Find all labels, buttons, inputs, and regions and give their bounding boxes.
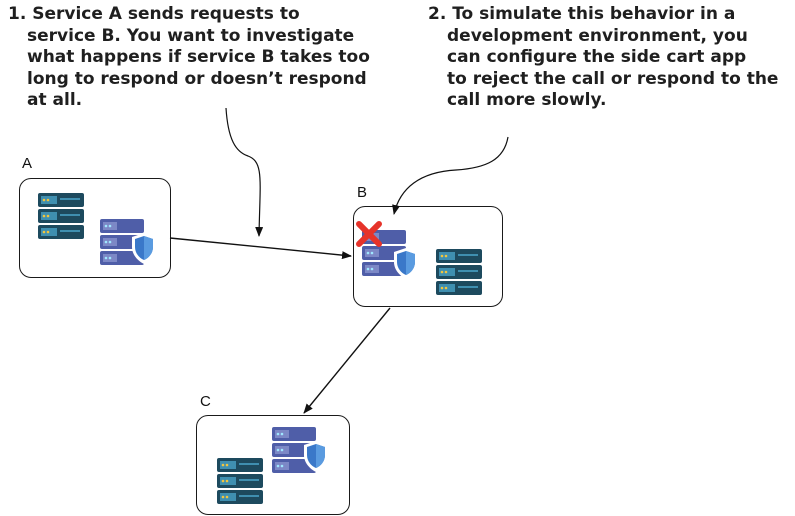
box-c-label: C [200, 393, 211, 410]
annotation-line: 2. To simulate this behavior in a [428, 4, 736, 24]
annotation-service-a-sends-requests: 1. Service A sends requests to service B… [8, 4, 370, 112]
annotation-line: to reject the call or respond to the [447, 68, 779, 89]
server-stack-icon [38, 193, 84, 244]
arrow-b-to-c [303, 307, 391, 414]
box-b-label: B [357, 184, 368, 201]
box-a-label: A [22, 155, 33, 172]
annotation-line: call more slowly. [447, 90, 607, 110]
secure-server-icon [362, 230, 420, 287]
annotation-line: at all. [27, 90, 83, 110]
server-stack-icon [436, 249, 482, 300]
red-x-icon [355, 220, 383, 253]
secure-server-icon [100, 219, 158, 272]
server-stack-icon [217, 458, 263, 509]
pointer-note-2-to-service-b [392, 136, 509, 215]
annotation-line: long to respond or doesn’t respond [27, 68, 367, 89]
annotation-simulate-behavior: 2. To simulate this behavior in a develo… [428, 4, 778, 112]
annotation-line: can configure the side cart app [447, 47, 747, 67]
annotation-line: development environment, you [447, 25, 748, 46]
annotation-line: what happens if service B takes too [27, 47, 370, 67]
annotation-line: service B. You want to investigate [27, 25, 355, 46]
secure-server-icon [272, 427, 330, 480]
arrow-a-to-b [169, 237, 352, 260]
annotation-line: 1. Service A sends requests to [8, 4, 300, 24]
pointer-note-1-to-arrow [225, 107, 264, 237]
